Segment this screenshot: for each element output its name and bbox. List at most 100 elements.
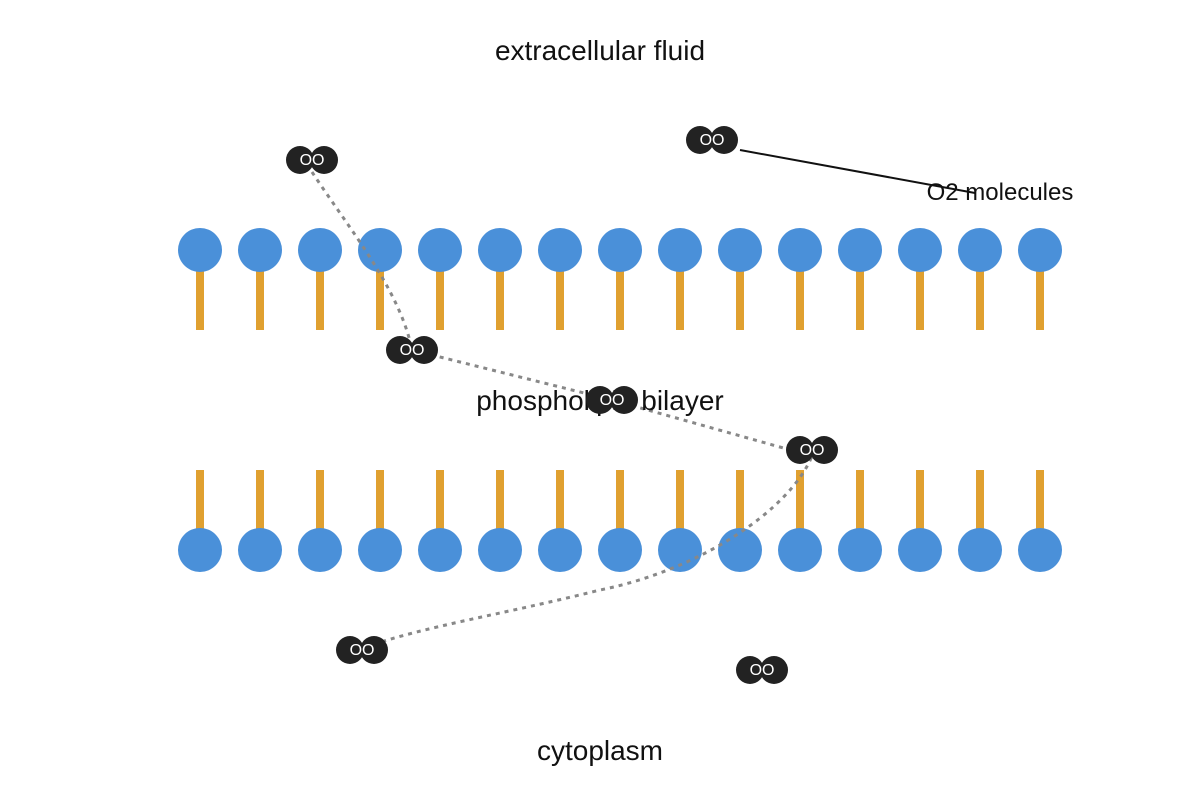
lipid-tail [376,470,384,538]
phosphate-head [418,528,462,572]
oxygen-atom [710,126,738,154]
phosphate-head [418,228,462,272]
molecule-label: OO [300,152,325,169]
phosphate-head [178,528,222,572]
lipid-tail [436,470,444,538]
phosphate-head [778,228,822,272]
phosphate-head [958,228,1002,272]
phosphate-head [538,528,582,572]
lipid-tail [916,470,924,538]
molecule-label: OO [400,342,425,359]
phosphate-head [838,528,882,572]
molecule-label: OO [600,392,625,409]
phosphate-head [478,228,522,272]
phospholipid [1018,228,1062,330]
lipid-tail [676,262,684,330]
lipid-tail [616,262,624,330]
diffusion-path [310,171,815,650]
molecule-label: OO [350,642,375,659]
phospholipid [418,470,462,572]
phosphate-head [298,528,342,572]
lipid-tail [616,470,624,538]
lipid-tail [256,262,264,330]
lipid-tail [796,262,804,330]
callout-line [739,149,976,194]
lipid-tail [856,262,864,330]
lipid-tail [916,262,924,330]
lipid-tail [1036,262,1044,330]
phospholipid [478,228,522,330]
phosphate-head [898,228,942,272]
phospholipid [898,470,942,572]
lipid-tail [736,470,744,538]
oxygen-atom [736,656,764,684]
phospholipid [658,228,702,330]
lipid-tail [796,470,804,538]
oxygen-atom [586,386,614,414]
phospholipid [778,470,822,572]
phospholipid [718,228,762,330]
molecule-label: OO [800,442,825,459]
lipid-tail [856,470,864,538]
phospholipid [238,228,282,330]
phosphate-head [598,528,642,572]
callout-label-o2: O2 molecules [927,179,1074,206]
oxygen-atom [760,656,788,684]
phosphate-head [718,528,762,572]
phosphate-head [718,228,762,272]
oxygen-atom [286,146,314,174]
inner-leaflet [178,470,1062,572]
phospholipid [598,228,642,330]
phospholipid [538,470,582,572]
oxygen-atom [686,126,714,154]
phospholipid [1018,470,1062,572]
oxygen-atom [336,636,364,664]
lipid-tail [736,262,744,330]
lipid-tail [556,262,564,330]
o2-molecule: OO [286,146,338,174]
phosphate-head [538,228,582,272]
lipid-tail [316,470,324,538]
lipid-tail [976,470,984,538]
oxygen-atom [360,636,388,664]
oxygen-atom [786,436,814,464]
oxygen-atom [610,386,638,414]
molecule-label: OO [700,132,725,149]
lipid-tail [196,470,204,538]
phosphate-head [1018,528,1062,572]
region-label-cytoplasm: cytoplasm [537,735,663,766]
phosphate-head [178,228,222,272]
o2-molecule: OO [386,336,438,364]
oxygen-atom [310,146,338,174]
lipid-tail [1036,470,1044,538]
lipid-tail [376,262,384,330]
phospholipid [298,228,342,330]
lipid-tail [256,470,264,538]
o2-molecule: OO [686,126,738,154]
o2-molecule: OO [736,656,788,684]
phospholipid [178,470,222,572]
phospholipid [898,228,942,330]
phospholipid [838,228,882,330]
phosphate-head [298,228,342,272]
oxygen-atom [810,436,838,464]
o2-molecule: OO [586,386,638,414]
phosphate-head [778,528,822,572]
phosphate-head [238,228,282,272]
phosphate-head [358,528,402,572]
phosphate-head [838,228,882,272]
phospholipid [778,228,822,330]
o2-molecule: OO [336,636,388,664]
outer-leaflet [178,228,1062,330]
phospholipid [658,470,702,572]
phospholipid [598,470,642,572]
oxygen-atom [386,336,414,364]
phospholipid [838,470,882,572]
phospholipid [538,228,582,330]
phosphate-head [658,228,702,272]
region-label-extracellular: extracellular fluid [495,35,705,66]
phosphate-head [958,528,1002,572]
lipid-tail [196,262,204,330]
phospholipid [958,228,1002,330]
